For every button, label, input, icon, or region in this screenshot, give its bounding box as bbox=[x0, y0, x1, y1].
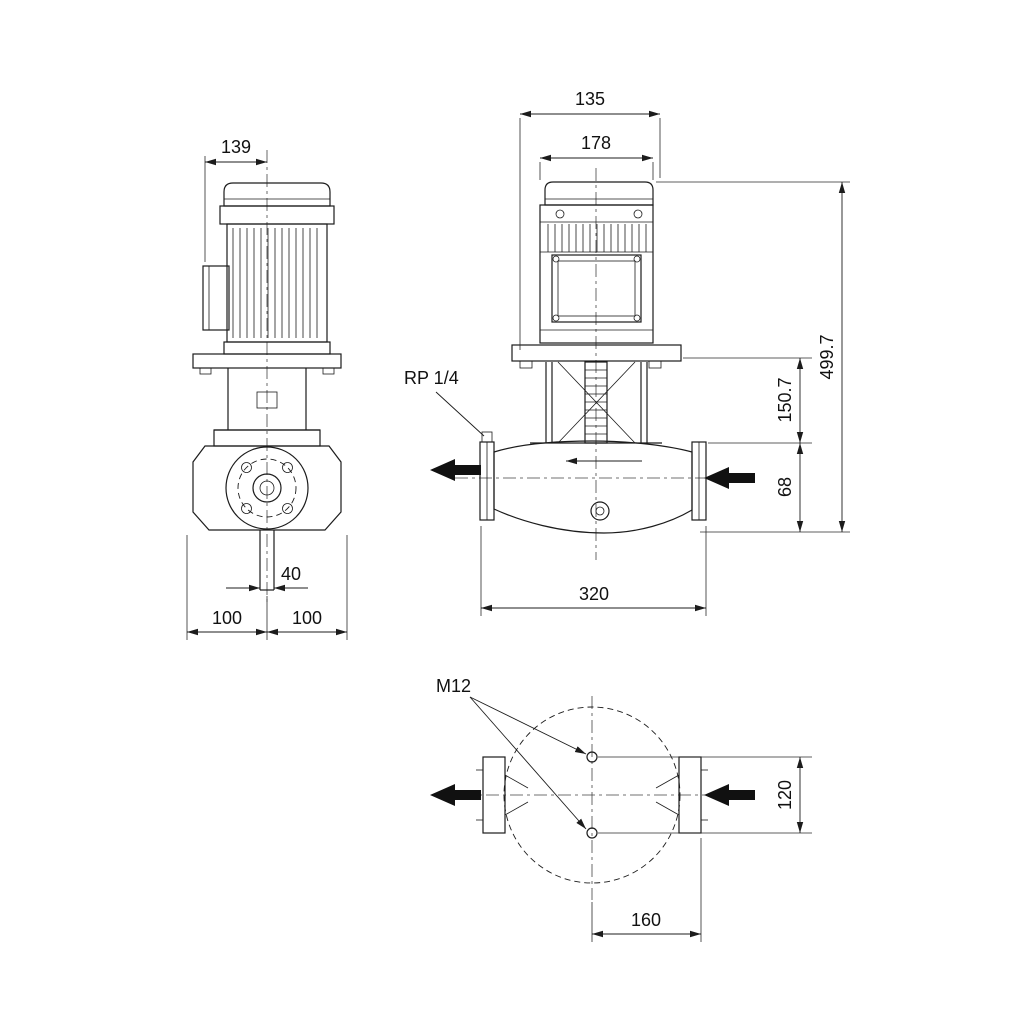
dim-front-mid-height: 150.7 bbox=[775, 377, 795, 422]
gauge-tapping bbox=[481, 431, 493, 443]
motor-fins-side bbox=[232, 228, 318, 338]
plan-view bbox=[430, 696, 755, 900]
eyebolt-icon bbox=[633, 209, 643, 219]
bolt-circle bbox=[237, 458, 297, 518]
flow-arrow-left-icon bbox=[430, 459, 481, 481]
terminal-box bbox=[202, 265, 230, 331]
dim-plan-center-to-port: 160 bbox=[631, 910, 661, 930]
flow-arrow-right-icon bbox=[704, 784, 755, 806]
motor-fins-front bbox=[547, 224, 647, 252]
bolt-leader-line bbox=[469, 696, 587, 830]
dim-front-top: 135 bbox=[575, 89, 605, 109]
drain-plug bbox=[590, 501, 610, 521]
side-view bbox=[192, 150, 342, 602]
dim-side-motor-width: 139 bbox=[221, 137, 251, 157]
plan-view-dimensions: M12 120 160 bbox=[436, 676, 812, 942]
bolt-leader-line bbox=[469, 696, 587, 755]
eyebolt-icon bbox=[555, 209, 565, 219]
dim-front-port-span: 320 bbox=[579, 584, 609, 604]
dim-front-total-height: 499.7 bbox=[817, 334, 837, 379]
dim-plan-bolt-spacing: 120 bbox=[775, 780, 795, 810]
gauge-leader-line bbox=[435, 391, 485, 437]
shaft-stack bbox=[585, 369, 607, 435]
label-gauge-port: RP 1/4 bbox=[404, 368, 459, 388]
front-view-dimensions: 135 178 RP 1/4 150.7 68 499.7 320 bbox=[404, 89, 850, 616]
flow-arrow-right-icon bbox=[704, 467, 755, 489]
suction-flange-face bbox=[225, 446, 309, 530]
bolt-hole-bottom bbox=[586, 827, 598, 839]
side-view-dimensions: 139 40 100 100 bbox=[186, 137, 348, 640]
dim-side-right-half: 100 bbox=[292, 608, 322, 628]
bolt-hole-top bbox=[586, 751, 598, 763]
dim-front-port-height: 68 bbox=[775, 477, 795, 497]
label-bolt-thread: M12 bbox=[436, 676, 471, 696]
motor-outline-plan bbox=[503, 706, 681, 884]
dim-front-motor-width: 178 bbox=[581, 133, 611, 153]
flow-arrow-left-icon bbox=[430, 784, 481, 806]
dim-side-left-half: 100 bbox=[212, 608, 242, 628]
dim-side-port-bore: 40 bbox=[281, 564, 301, 584]
front-view bbox=[430, 168, 755, 560]
